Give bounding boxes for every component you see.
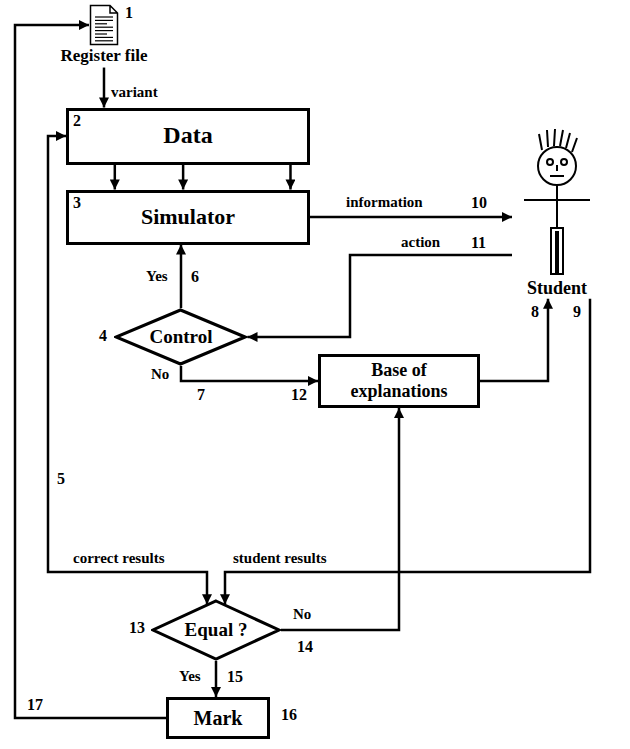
flow-arrow bbox=[225, 299, 590, 605]
process-box: Simulator bbox=[66, 190, 310, 245]
callout-number: 12 bbox=[290, 386, 308, 404]
flow-arrow bbox=[180, 245, 183, 309]
stick-figure bbox=[512, 128, 602, 278]
flow-arrow bbox=[310, 216, 512, 219]
legs bbox=[551, 228, 563, 274]
student-figure: Student bbox=[512, 128, 602, 299]
register-file-node: Register file bbox=[60, 4, 147, 66]
callout-number: 16 bbox=[280, 706, 298, 724]
flow-arrow bbox=[181, 366, 318, 381]
callout-number: 14 bbox=[296, 638, 314, 656]
document-icon bbox=[89, 4, 119, 46]
callout-number: 7 bbox=[196, 386, 206, 404]
document-outline bbox=[90, 6, 117, 45]
edge-label: student results bbox=[232, 550, 328, 567]
decision-diamond: Equal ? bbox=[151, 599, 281, 661]
node-text: Student bbox=[527, 278, 587, 299]
document-line bbox=[95, 23, 107, 24]
eye bbox=[561, 159, 567, 165]
flow-arrow bbox=[114, 165, 117, 190]
edge-label: correct results bbox=[72, 550, 166, 567]
diamond-shape bbox=[153, 601, 279, 659]
process-box: Data bbox=[66, 108, 310, 165]
edge-label: No bbox=[292, 606, 312, 623]
document-line bbox=[95, 30, 113, 31]
edge-label: action bbox=[400, 234, 441, 251]
document-line bbox=[95, 16, 113, 17]
callout-number: 13 bbox=[128, 619, 146, 637]
callout-number: 8 bbox=[530, 303, 540, 321]
node-text: Data bbox=[163, 122, 212, 150]
callout-number: 4 bbox=[98, 327, 108, 345]
callout-number: 11 bbox=[470, 234, 487, 252]
callout-number: 9 bbox=[572, 303, 582, 321]
callout-number: 15 bbox=[226, 668, 244, 686]
callout-number: 5 bbox=[56, 470, 66, 488]
node-text: Mark bbox=[194, 707, 243, 730]
callout-number: 17 bbox=[26, 696, 44, 714]
process-box: Base of explanations bbox=[318, 354, 480, 408]
flow-arrow bbox=[182, 165, 185, 190]
flow-arrow bbox=[480, 299, 548, 381]
edge-label: variant bbox=[110, 84, 159, 101]
node-text: Simulator bbox=[141, 204, 235, 229]
edge-label: information bbox=[345, 194, 424, 211]
figure-strokes bbox=[524, 129, 590, 274]
body-arms bbox=[524, 185, 590, 228]
node-text: Register file bbox=[60, 46, 147, 66]
callout-number: 1 bbox=[124, 4, 134, 22]
edge-label: Yes bbox=[145, 268, 169, 285]
edge-label: No bbox=[150, 366, 170, 383]
diamond-shape bbox=[116, 310, 245, 364]
process-box: Mark bbox=[166, 697, 270, 739]
decision-diamond: Control bbox=[114, 308, 247, 366]
document-line bbox=[95, 37, 113, 38]
document-line bbox=[95, 40, 113, 41]
flow-arrow bbox=[289, 165, 292, 190]
edge-label: Yes bbox=[178, 668, 202, 685]
document-line bbox=[95, 27, 113, 28]
document-line bbox=[95, 33, 107, 34]
flow-arrow bbox=[281, 408, 399, 630]
document-line bbox=[95, 20, 113, 21]
callout-number: 10 bbox=[470, 194, 488, 212]
head bbox=[538, 147, 576, 185]
eye bbox=[547, 159, 553, 165]
node-text: Equal ? bbox=[185, 619, 248, 641]
flow-arrow bbox=[248, 255, 512, 337]
callout-number: 6 bbox=[190, 268, 200, 286]
flow-arrow bbox=[103, 68, 106, 108]
callout-number: 3 bbox=[72, 194, 82, 212]
face bbox=[550, 165, 564, 176]
flow-arrow bbox=[215, 661, 218, 697]
callout-number: 2 bbox=[72, 112, 82, 130]
node-text: Control bbox=[150, 326, 213, 348]
node-text: Base of explanations bbox=[334, 360, 464, 401]
